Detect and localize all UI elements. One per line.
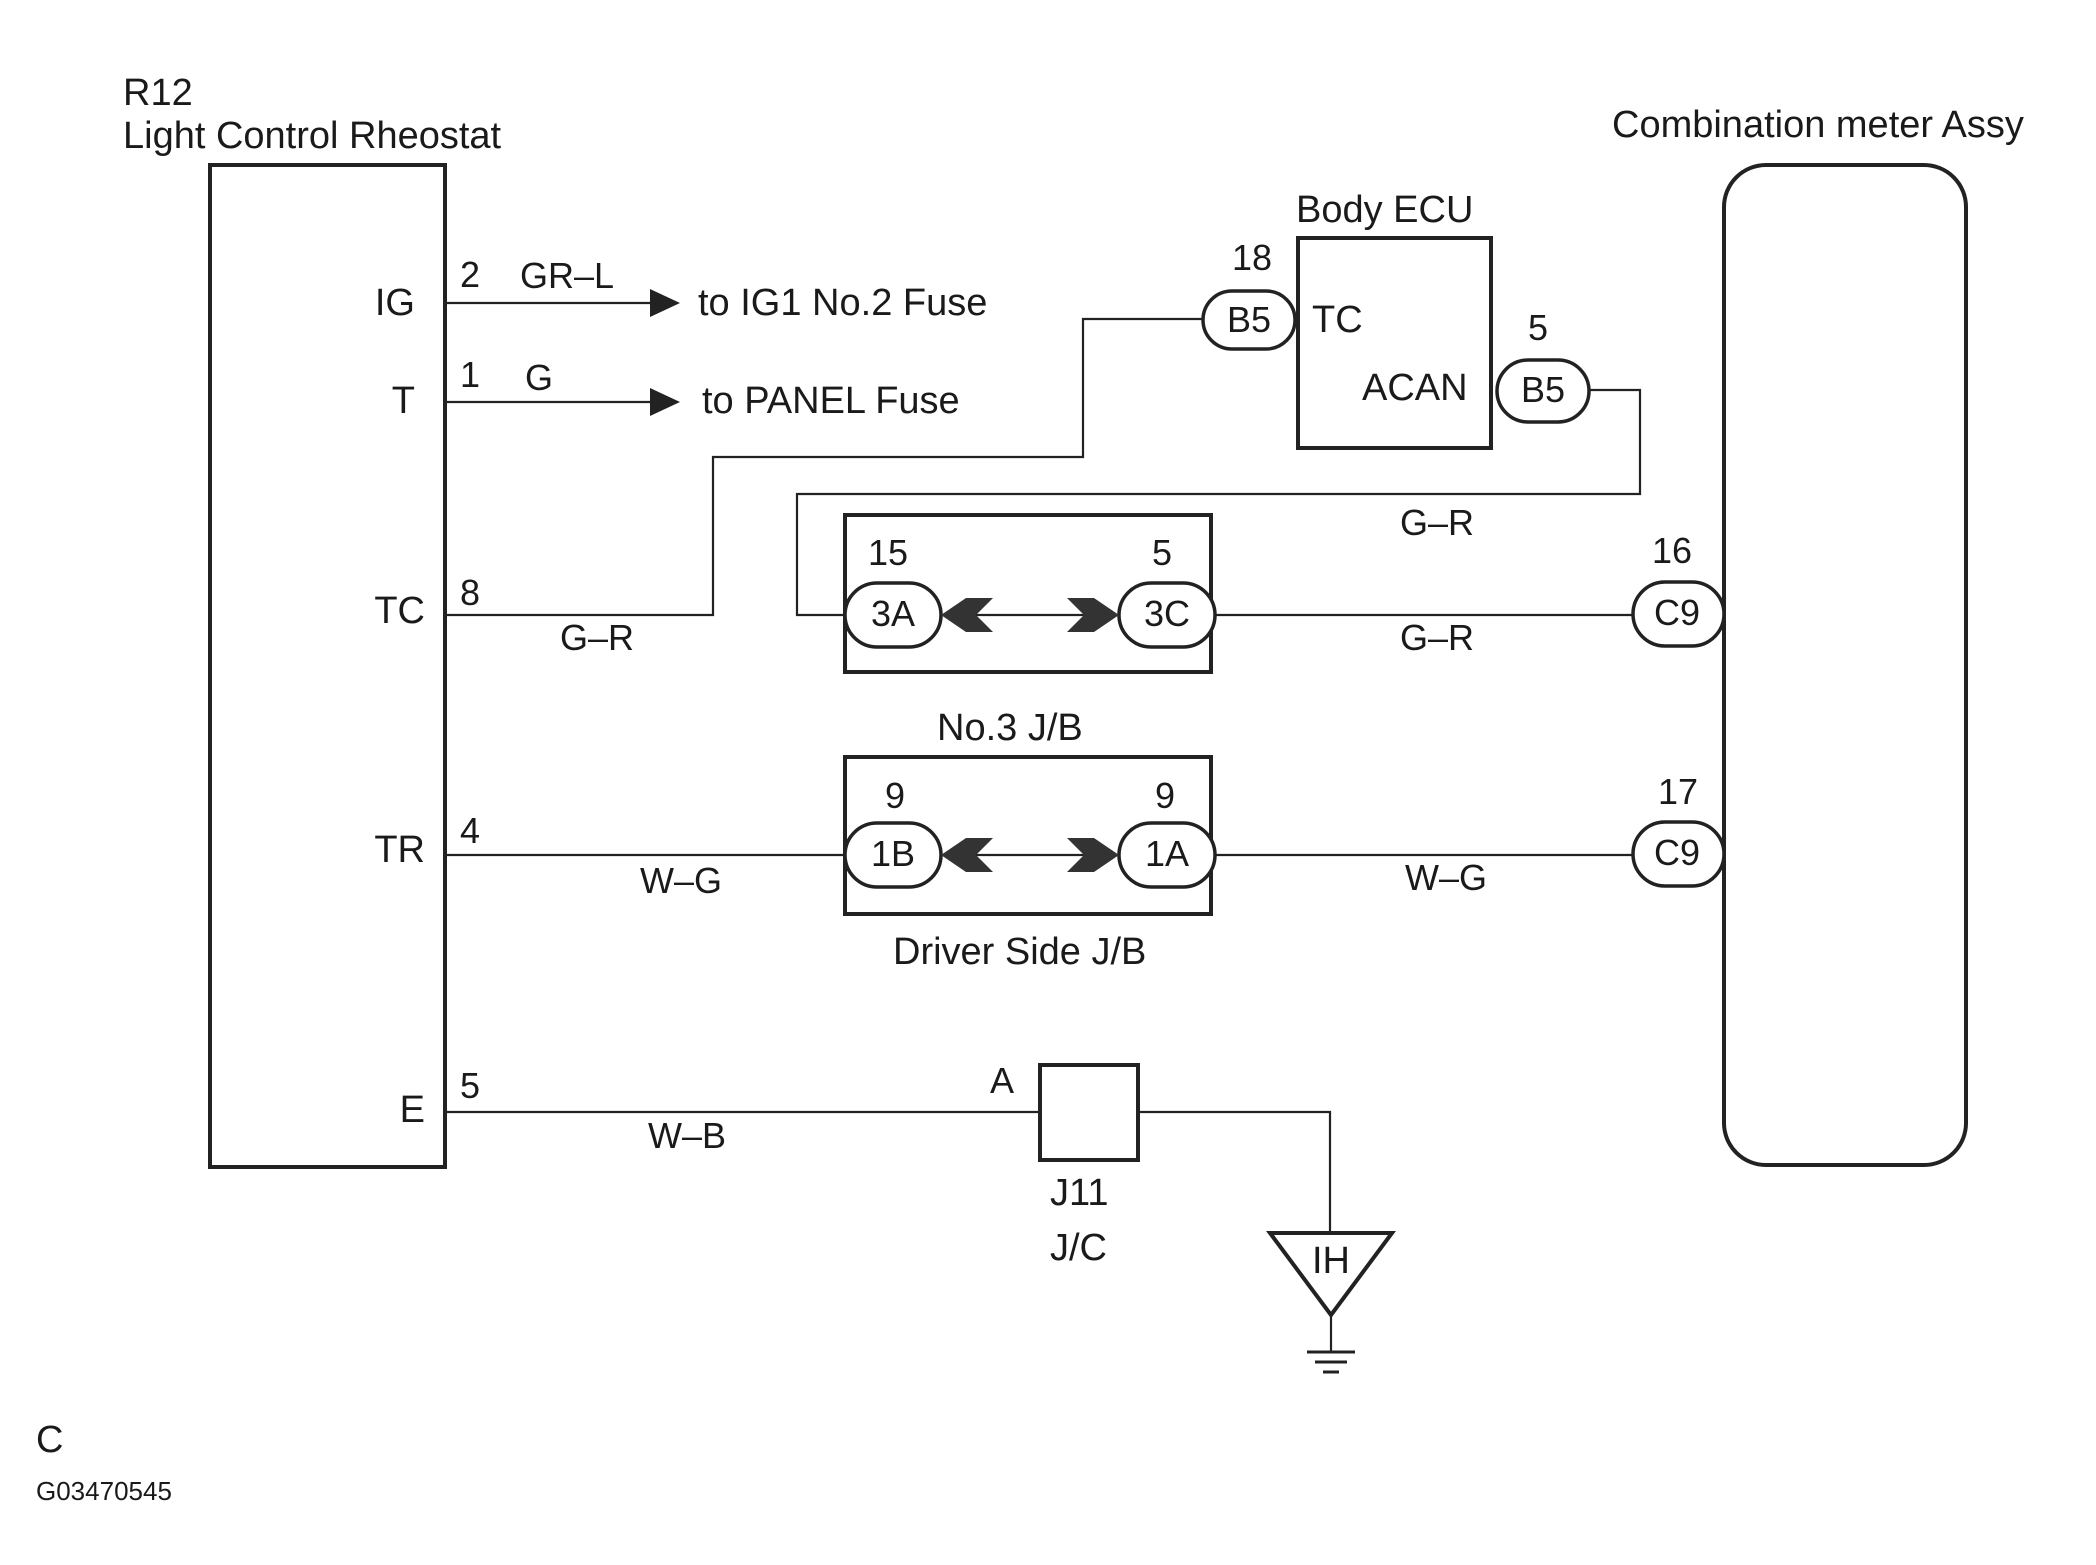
jb3-name: No.3 J/B: [937, 707, 1083, 749]
ground-icon: [1307, 1350, 1355, 1374]
terminal-t: T: [392, 380, 415, 422]
meter-box: [1722, 163, 1968, 1167]
rheostat-code: R12: [123, 72, 193, 114]
rheostat-title: Light Control Rheostat: [123, 115, 502, 157]
jb-driver-right-pin: 9: [1155, 775, 1175, 816]
terminal-e: E: [400, 1089, 425, 1131]
connector-c9-lower-label: C9: [1654, 832, 1700, 873]
junction-pin: A: [990, 1060, 1014, 1101]
wire-color-t: G: [525, 357, 553, 398]
connector-c9-lower: [1631, 820, 1726, 888]
pin-tr: 4: [460, 810, 480, 851]
pin-e: 5: [460, 1065, 480, 1106]
jb3-left-pin: 15: [868, 532, 908, 573]
jb-driver-left-pin: 9: [885, 775, 905, 816]
junction-code: J11: [1050, 1172, 1108, 1214]
connector-3c-label: 3C: [1144, 593, 1190, 634]
body-ecu-term-acan: ACAN: [1362, 367, 1468, 409]
meter-pin-upper: 16: [1652, 530, 1692, 571]
arrow-ig-icon: [650, 289, 680, 317]
body-ecu-pin-acan: 5: [1528, 307, 1548, 348]
terminal-tr: TR: [374, 829, 425, 871]
wire-color-ig: GR–L: [520, 255, 614, 296]
wire-acan-to-jb3: [795, 388, 1642, 617]
connector-3a-label: 3A: [871, 593, 915, 634]
arrow-t-icon: [650, 388, 680, 416]
wire-tc-to-ecu: [445, 317, 1203, 617]
body-ecu-title: Body ECU: [1296, 189, 1473, 231]
destination-t: to PANEL Fuse: [702, 380, 960, 422]
wire-junction-to-ground: [1138, 1110, 1332, 1233]
connector-b5-acan-label: B5: [1521, 369, 1565, 410]
wire-color-e: W–B: [648, 1115, 726, 1156]
jb3-connector-left-icon: [941, 598, 993, 632]
body-ecu-term-tc: TC: [1312, 299, 1363, 341]
pin-t: 1: [460, 354, 480, 395]
junction-type: J/C: [1050, 1227, 1107, 1269]
jb-driver-name: Driver Side J/B: [893, 931, 1146, 973]
terminal-tc: TC: [374, 590, 425, 632]
body-ecu-box: [1296, 236, 1493, 450]
ground-triangle: [1266, 1231, 1396, 1319]
jb-driver-connector-right-icon: [1067, 838, 1119, 872]
ground-label: IH: [1312, 1240, 1350, 1282]
footer-code: G03470545: [36, 1476, 172, 1506]
wire-color-tc: G–R: [560, 617, 634, 658]
meter-title: Combination meter Assy: [1612, 104, 2024, 146]
rheostat-box: [208, 163, 447, 1169]
connector-c9-upper: [1631, 580, 1726, 648]
footer-letter: C: [36, 1419, 63, 1461]
wire-color-jb3-meter: G–R: [1400, 617, 1474, 658]
junction-box: [1038, 1063, 1140, 1162]
wire-color-tr: W–G: [640, 860, 722, 901]
jb-driver-connector-left-icon: [941, 838, 993, 872]
meter-pin-lower: 17: [1658, 771, 1698, 812]
connector-b5-tc-label: B5: [1227, 299, 1271, 340]
body-ecu-pin-tc: 18: [1232, 237, 1272, 278]
wire-color-jb-driver-meter: W–G: [1405, 857, 1487, 898]
destination-ig: to IG1 No.2 Fuse: [698, 282, 987, 324]
connector-c9-upper-label: C9: [1654, 592, 1700, 633]
terminal-ig: IG: [375, 282, 415, 324]
connector-b5-tc: [1201, 289, 1297, 351]
connector-1b-label: 1B: [871, 833, 915, 874]
connector-1a-label: 1A: [1145, 833, 1189, 874]
pin-ig: 2: [460, 254, 480, 295]
jb3-connector-right-icon: [1067, 598, 1119, 632]
jb3-right-pin: 5: [1152, 532, 1172, 573]
wire-color-acan: G–R: [1400, 502, 1474, 543]
pin-tc: 8: [460, 572, 480, 613]
